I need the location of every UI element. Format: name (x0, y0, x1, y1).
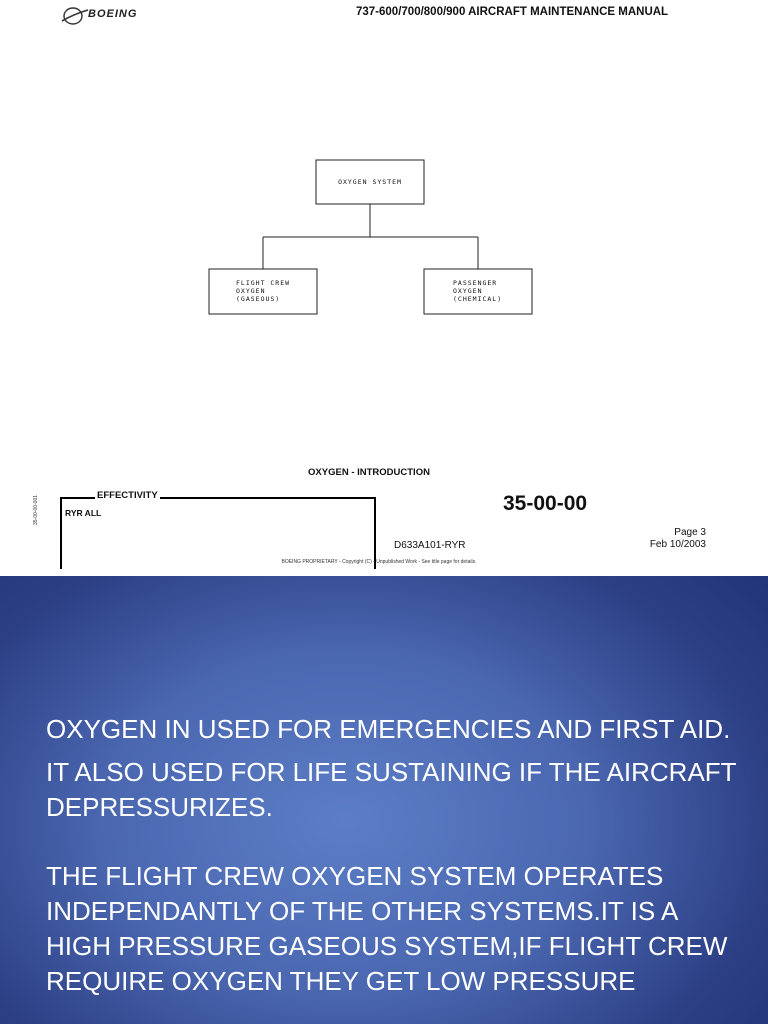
manual-header-title: 737-600/700/800/900 AIRCRAFT MAINTENANCE… (356, 6, 669, 18)
side-code: 35-00-00-001 (33, 494, 39, 525)
root-node-box (315, 159, 425, 205)
effectivity-label: EFFECTIVITY (95, 490, 160, 501)
passenger-node-box (423, 268, 533, 315)
presentation-slide: OXYGEN IN USED FOR EMERGENCIES AND FIRST… (0, 576, 768, 1024)
slide-text-body: OXYGEN IN USED FOR EMERGENCIES AND FIRST… (46, 712, 746, 999)
boeing-logo-icon (61, 7, 89, 25)
chapter-number: 35-00-00 (503, 492, 588, 515)
proprietary-notice: BOEING PROPRIETARY - Copyright (C) - Unp… (281, 559, 477, 565)
oxygen-system-diagram (208, 159, 533, 315)
flight-crew-node-box (208, 268, 318, 315)
bullet-2: IT ALSO USED FOR LIFE SUSTAINING IF THE … (46, 757, 737, 822)
passenger-node-label: PASSENGER OXYGEN (CHEMICAL) (453, 279, 503, 303)
root-node-label: OXYGEN SYSTEM (338, 178, 402, 186)
effectivity-box: EFFECTIVITY RYR ALL (60, 490, 376, 569)
page-date: Feb 10/2003 (649, 539, 706, 550)
brand-name: BOEING (88, 8, 138, 20)
bullet-3: THE FLIGHT CREW OXYGEN SYSTEM OPERATES I… (46, 861, 728, 996)
bullet-1: OXYGEN IN USED FOR EMERGENCIES AND FIRST… (46, 714, 731, 744)
effectivity-value: RYR ALL (65, 508, 102, 518)
manual-page: BOEING 737-600/700/800/900 AIRCRAFT MAIN… (33, 4, 706, 569)
page-number: Page 3 (674, 527, 706, 538)
boeing-logo: BOEING (60, 4, 170, 28)
figure-caption: OXYGEN - INTRODUCTION (308, 467, 430, 478)
flight-crew-node-label: FLIGHT CREW OXYGEN (GASEOUS) (236, 279, 291, 303)
document-number: D633A101-RYR (394, 540, 466, 551)
